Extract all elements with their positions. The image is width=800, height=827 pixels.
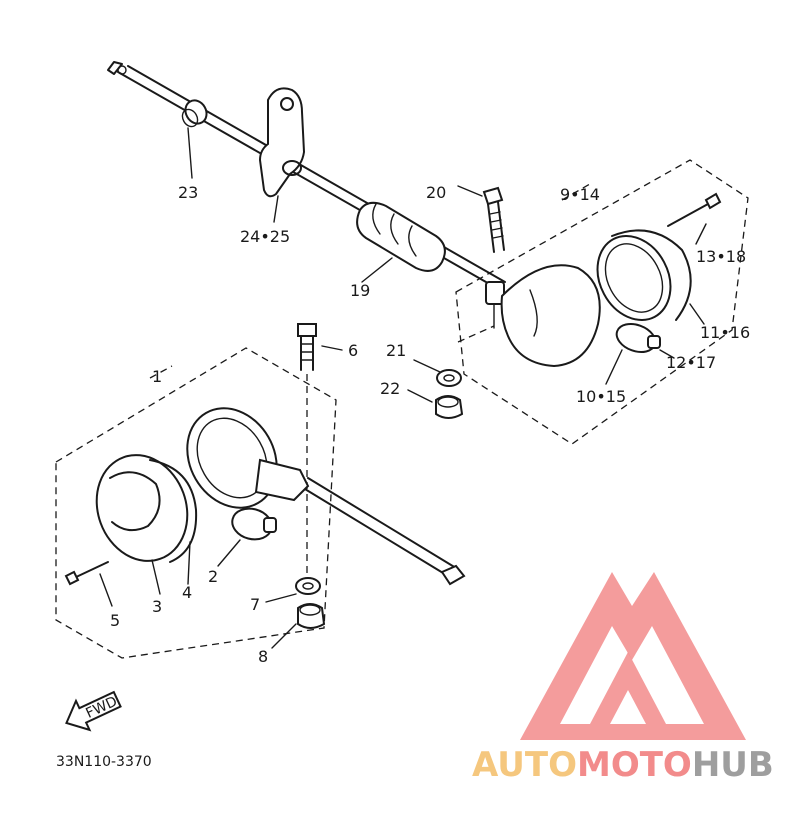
lower-dashed-boundary <box>55 347 337 659</box>
watermark-wordmark: AUTOMOTOHUB <box>472 745 774 785</box>
callout-11-16: 11•16 <box>700 323 750 342</box>
callout-2: 2 <box>208 567 218 586</box>
part-24-25-bracket <box>258 87 306 223</box>
callout-13-18: 13•18 <box>696 247 746 266</box>
leader-10-15 <box>605 349 623 385</box>
lower-assembly <box>55 323 466 659</box>
callout-3: 3 <box>152 597 162 616</box>
upper-dashed-axis <box>457 325 495 343</box>
part-3-lens <box>95 454 189 595</box>
part-13-18-screw <box>667 192 722 245</box>
callout-10-15: 10•15 <box>576 387 626 406</box>
part-21-washer <box>413 359 462 387</box>
upper-dashed-tick <box>561 183 591 201</box>
watermark-hub: HUB <box>692 745 774 785</box>
callout-1: 1 <box>152 367 162 386</box>
part-7-washer <box>265 577 321 603</box>
callout-8: 8 <box>258 647 268 666</box>
callout-24-25: 24•25 <box>240 227 290 246</box>
callout-21: 21 <box>386 341 406 360</box>
lower-stem-cable <box>299 477 466 586</box>
part-6-bolt <box>297 323 343 576</box>
watermark-auto: AUTO <box>472 745 577 785</box>
part-19-rubber-mount <box>356 201 446 283</box>
part-22-nut <box>407 389 464 419</box>
callout-5: 5 <box>110 611 120 630</box>
lower-dashed-tick <box>149 365 173 379</box>
part-11-16-lens <box>596 229 705 325</box>
callout-23: 23 <box>178 183 198 202</box>
part-1-housing <box>186 407 310 509</box>
automotohub-logo-mark <box>520 572 746 740</box>
callout-6: 6 <box>348 341 358 360</box>
fwd-arrow: FWD <box>65 690 122 732</box>
upper-stem-cable <box>107 61 506 291</box>
upper-assembly <box>107 61 749 445</box>
callout-labels: 1 2 3 4 5 6 7 8 9•14 10•15 11•16 12•17 1… <box>110 183 750 666</box>
part-9-14-housing <box>500 264 601 368</box>
callout-7: 7 <box>250 595 260 614</box>
callout-22: 22 <box>380 379 400 398</box>
part-8-nut <box>271 603 326 649</box>
part-12-17-bulb <box>615 322 675 359</box>
automotohub-watermark: AUTOMOTOHUB <box>472 572 774 785</box>
part-2-bulb <box>217 507 277 567</box>
callout-19: 19 <box>350 281 370 300</box>
fwd-label: FWD <box>83 694 119 722</box>
part-4-rim <box>149 459 198 585</box>
upper-dashed-boundary <box>455 159 749 445</box>
callout-4: 4 <box>182 583 192 602</box>
callout-9-14: 9•14 <box>560 185 600 204</box>
drawing-code: 33N110-3370 <box>56 754 152 770</box>
callout-12-17: 12•17 <box>666 353 716 372</box>
callout-20: 20 <box>426 183 446 202</box>
part-5-screw <box>64 561 113 607</box>
part-20-bolt <box>457 185 505 253</box>
watermark-moto: MOTO <box>577 745 692 785</box>
part-23-grommet <box>181 99 208 179</box>
